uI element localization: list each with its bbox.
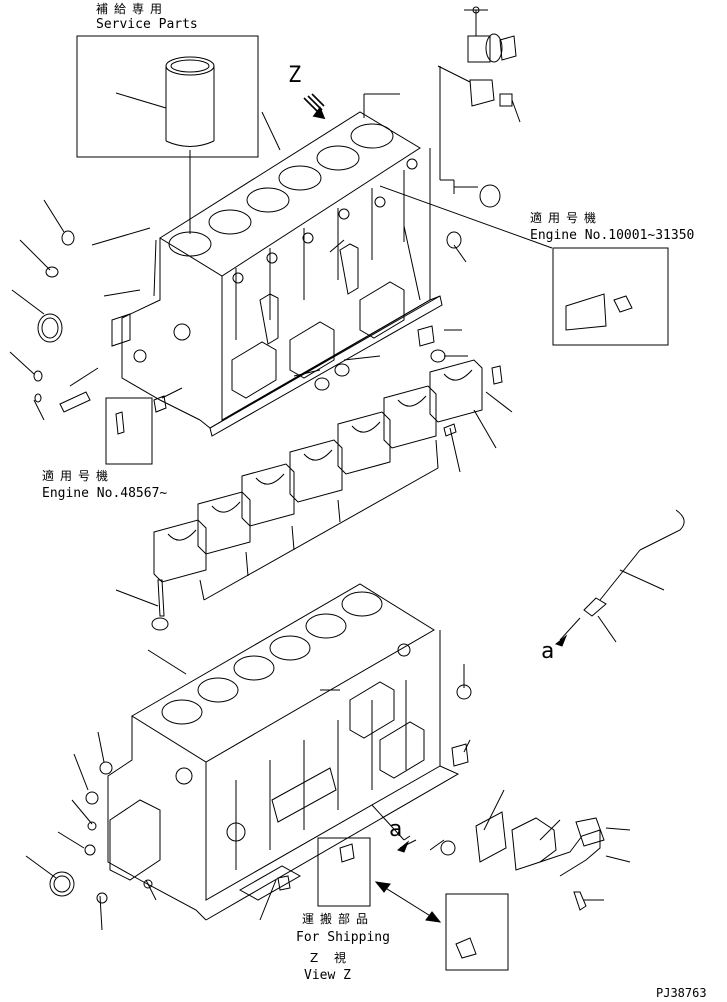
block-divider-leaders: [329, 225, 421, 301]
plugs-lower-left: [49, 761, 291, 904]
view-a-arrow-lower: [396, 839, 417, 853]
view-z-marker: Z: [288, 63, 302, 88]
figure-id: PJ38763: [656, 986, 707, 1000]
service-parts-box: [76, 35, 259, 234]
sensor-bracket-assembly: [437, 6, 521, 194]
main-bearing-caps: [153, 359, 483, 601]
view-z-arrow: [303, 93, 326, 120]
plugs-lower-right: [440, 684, 472, 856]
pipe-assembly: [475, 811, 605, 911]
plugs-right: [314, 184, 503, 437]
view-z-label: View Z: [304, 968, 351, 983]
view-z-jp-label: Z 視: [310, 951, 353, 965]
service-parts-jp-label: 補給専用: [96, 2, 169, 16]
shipping-box: [317, 837, 509, 971]
bolt-with-washer: [115, 579, 169, 631]
serial-limited-box-left: [105, 387, 183, 465]
oil-dipstick: [554, 509, 685, 647]
cylinder-block-lower: [107, 583, 460, 921]
callout-leaders-upper: [9, 93, 513, 473]
serial-limited-box-right: [379, 185, 669, 346]
serial-range-1-jp-label: 適用号機: [530, 211, 603, 225]
serial-range-2-label: Engine No.48567~: [42, 486, 168, 501]
view-ref-a-upper: a: [541, 639, 555, 664]
cylinder-block-upper: [121, 111, 443, 437]
service-parts-label: Service Parts: [96, 17, 198, 32]
callout-leaders-lower: [25, 649, 631, 931]
serial-range-1-label: Engine No.10001~31350: [530, 228, 695, 243]
serial-range-2-jp-label: 適用号機: [42, 469, 115, 483]
for-shipping-jp-label: 運搬部品: [302, 912, 375, 926]
plugs-and-seals-left: [33, 230, 131, 413]
for-shipping-label: For Shipping: [296, 930, 390, 945]
view-ref-a-lower: a: [389, 817, 403, 842]
